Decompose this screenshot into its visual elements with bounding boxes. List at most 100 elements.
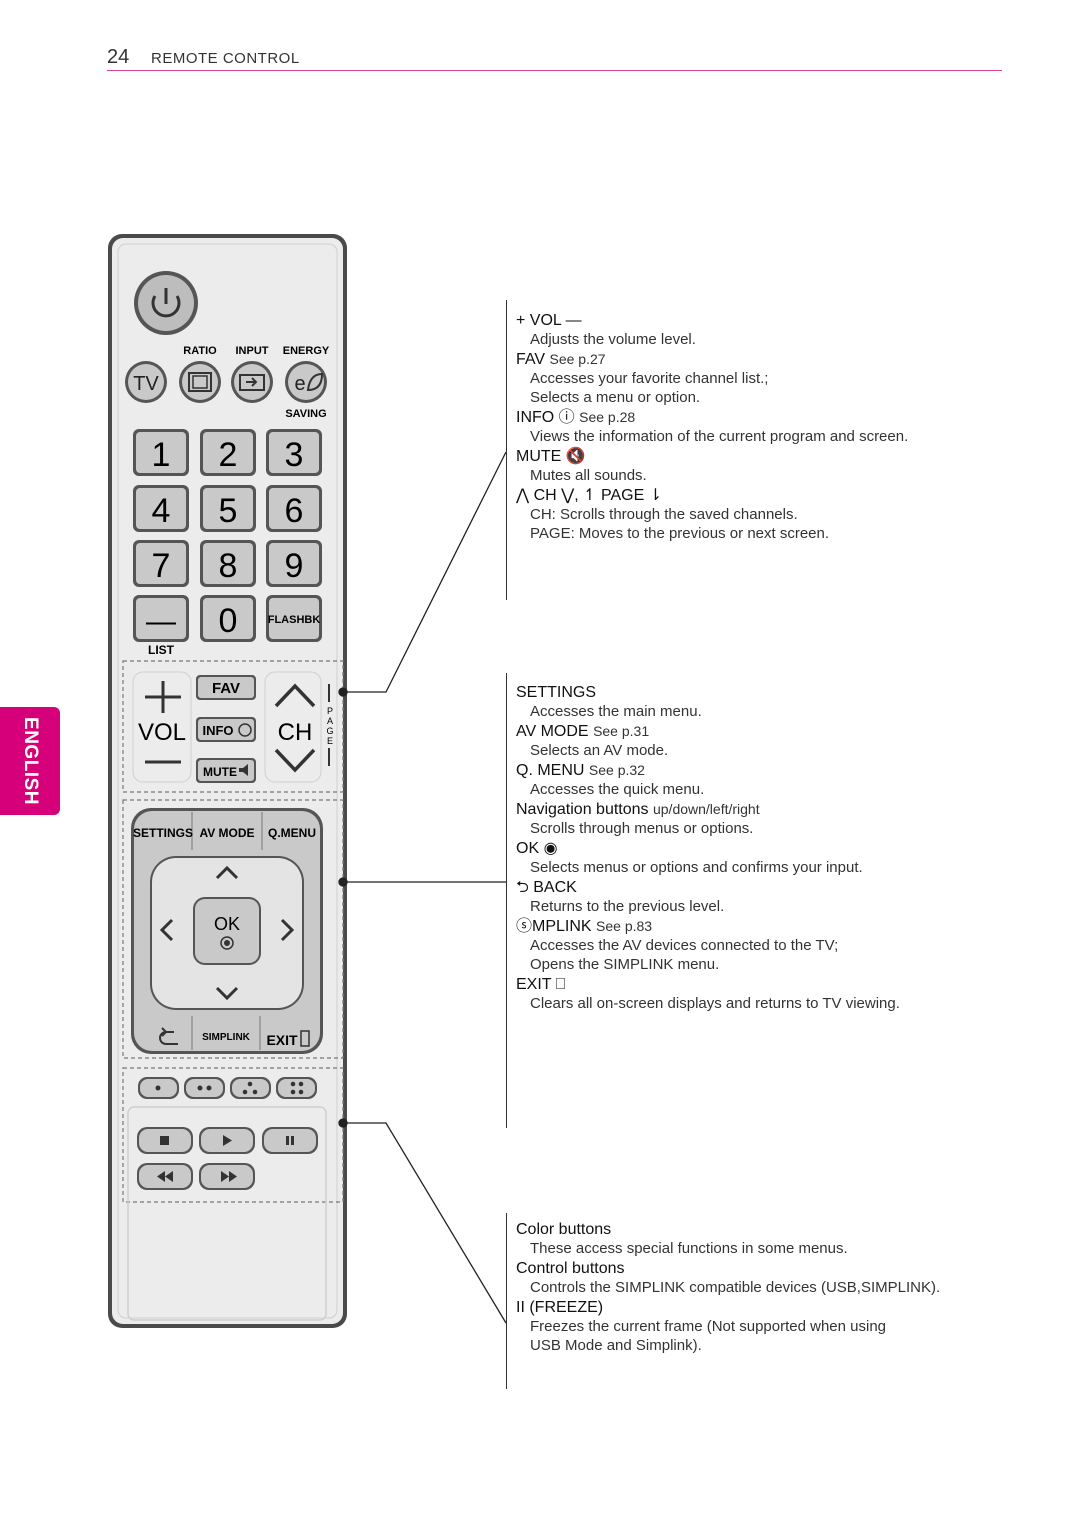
list-label: LIST — [148, 643, 175, 657]
fast-forward-icon — [221, 1171, 237, 1182]
desc-text: CH: Scrolls through the saved channels. — [530, 506, 798, 523]
nav-up-icon[interactable] — [215, 865, 239, 880]
ratio-label: RATIO — [183, 345, 217, 357]
desc-title: ⓢMPLINK — [516, 918, 592, 935]
section-title: REMOTE CONTROL — [151, 50, 300, 67]
simplink-button[interactable]: SIMPLINK — [202, 1032, 251, 1043]
flashbk-label: FLASHBK — [268, 614, 321, 626]
desc-item: FAV See p.27 Accesses your favorite chan… — [506, 349, 1026, 407]
number-keypad: 1 2 3 4 5 6 7 8 9 — 0 FLASHBK LIST — [133, 429, 322, 657]
desc-text: Views the information of the current pro… — [530, 428, 909, 445]
desc-item: ⋀ CH ⋁, ↿ PAGE ⇂ CH: Scrolls through the… — [506, 485, 1026, 543]
ch-up-icon[interactable] — [274, 683, 316, 708]
desc-title: MUTE 🔇 — [516, 448, 586, 465]
saving-label: SAVING — [285, 408, 326, 420]
key-5-label: 5 — [219, 492, 238, 530]
fav-label: FAV — [212, 680, 240, 697]
desc-title: Control buttons — [516, 1260, 625, 1277]
desc-text: Controls the SIMPLINK compatible devices… — [530, 1279, 941, 1296]
play-icon — [223, 1135, 232, 1146]
desc-item: INFO ⓘ See p.28 Views the information of… — [506, 407, 1026, 446]
desc-title: ⮌ BACK — [516, 879, 577, 896]
key-2-label: 2 — [219, 436, 238, 474]
ch-down-icon[interactable] — [274, 748, 316, 773]
key-0-label: 0 — [219, 602, 238, 640]
color-control-descriptions: Color buttons These access special funct… — [506, 1219, 1026, 1355]
desc-title: INFO ⓘ — [516, 409, 575, 426]
desc-item: II (FREEZE) Freezes the current frame (N… — [506, 1297, 1026, 1355]
ok-label: OK — [214, 914, 240, 934]
desc-text: Mutes all sounds. — [530, 467, 647, 484]
desc-item: OK ◉ Selects menus or options and confir… — [506, 838, 1026, 877]
desc-title: + VOL — — [516, 312, 582, 329]
desc-text: Accesses the quick menu. — [530, 781, 705, 798]
av-mode-button[interactable]: AV MODE — [199, 826, 254, 840]
desc-text: Adjusts the volume level. — [530, 331, 696, 348]
desc-text: Clears all on-screen displays and return… — [530, 995, 900, 1012]
key-3-label: 3 — [285, 436, 304, 474]
color-buttons — [138, 1077, 317, 1099]
desc-item: MUTE 🔇 Mutes all sounds. — [506, 446, 1026, 485]
desc-text: PAGE: Moves to the previous or next scre… — [530, 525, 830, 542]
desc-text: Selects a menu or option. — [530, 389, 701, 406]
exit-icon — [300, 1030, 310, 1047]
desc-item: Color buttons These access special funct… — [506, 1219, 1026, 1258]
desc-item: SETTINGS Accesses the main menu. — [506, 682, 1026, 721]
desc-title: OK ◉ — [516, 840, 558, 857]
desc-item: Control buttons Controls the SIMPLINK co… — [506, 1258, 1026, 1297]
back-icon[interactable] — [159, 1027, 178, 1045]
mute-label: MUTE — [203, 765, 237, 779]
info-label: INFO — [202, 723, 233, 738]
desc-item: + VOL — Adjusts the volume level. — [506, 310, 1026, 349]
group2-bracket — [506, 673, 507, 1128]
nav-down-icon[interactable] — [215, 986, 239, 1001]
desc-title: II (FREEZE) — [516, 1299, 604, 1316]
vol-up-icon[interactable] — [145, 681, 181, 713]
desc-text: Freezes the current frame (Not supported… — [530, 1318, 887, 1335]
desc-text: Scrolls through menus or options. — [530, 820, 754, 837]
energy-label: ENERGY — [283, 345, 330, 357]
page-letter-p: P — [327, 706, 333, 716]
desc-item: EXIT ⎕ Clears all on-screen displays and… — [506, 974, 1026, 1013]
desc-item: ⮌ BACK Returns to the previous level. — [506, 877, 1026, 916]
navigation-descriptions: SETTINGS Accesses the main menu. AV MODE… — [506, 682, 1026, 1013]
desc-text: Accesses the AV devices connected to the… — [530, 937, 839, 954]
desc-text: Accesses your favorite channel list.; — [530, 370, 769, 387]
stop-icon — [160, 1136, 169, 1145]
vol-ch-descriptions: + VOL — Adjusts the volume level. FAV Se… — [506, 310, 1026, 543]
exit-button[interactable]: EXIT — [266, 1032, 298, 1048]
key-7-label: 7 — [152, 547, 171, 585]
dash-label: — — [146, 605, 176, 638]
page-header: 24 REMOTE CONTROL — [107, 44, 1002, 71]
info-icon — [238, 723, 252, 737]
desc-text: These access special functions in some m… — [530, 1240, 848, 1257]
energy-icon: e — [294, 373, 305, 395]
key-4-label: 4 — [152, 492, 171, 530]
navigation-group-frame — [122, 799, 344, 1059]
input-icon — [239, 374, 265, 391]
pause-icon — [286, 1136, 289, 1145]
key-9-label: 9 — [285, 547, 304, 585]
key-1-label: 1 — [152, 436, 171, 474]
key-8-label: 8 — [219, 547, 238, 585]
page-number: 24 — [107, 46, 130, 68]
desc-item: ⓢMPLINK See p.83 Accesses the AV devices… — [506, 916, 1026, 974]
desc-text: Opens the SIMPLINK menu. — [530, 956, 720, 973]
nav-right-icon[interactable] — [280, 918, 295, 942]
desc-title: AV MODE — [516, 723, 589, 740]
control-buttons — [137, 1127, 318, 1190]
page-letter-e: E — [327, 736, 333, 746]
desc-text: Returns to the previous level. — [530, 898, 725, 915]
page-letter-a: A — [327, 716, 333, 726]
nav-left-icon[interactable] — [159, 918, 174, 942]
power-icon — [151, 295, 181, 318]
settings-button[interactable]: SETTINGS — [133, 826, 193, 840]
desc-title: Q. MENU — [516, 762, 585, 779]
desc-item: Q. MENU See p.32 Accesses the quick menu… — [506, 760, 1026, 799]
desc-text: Selects menus or options and confirms yo… — [530, 859, 863, 876]
q-menu-button[interactable]: Q.MENU — [268, 826, 316, 840]
mute-icon — [239, 764, 248, 776]
desc-title: ⋀ CH ⋁, ↿ PAGE ⇂ — [516, 487, 663, 504]
desc-title: SETTINGS — [516, 684, 597, 701]
leader-lines — [338, 451, 507, 1324]
